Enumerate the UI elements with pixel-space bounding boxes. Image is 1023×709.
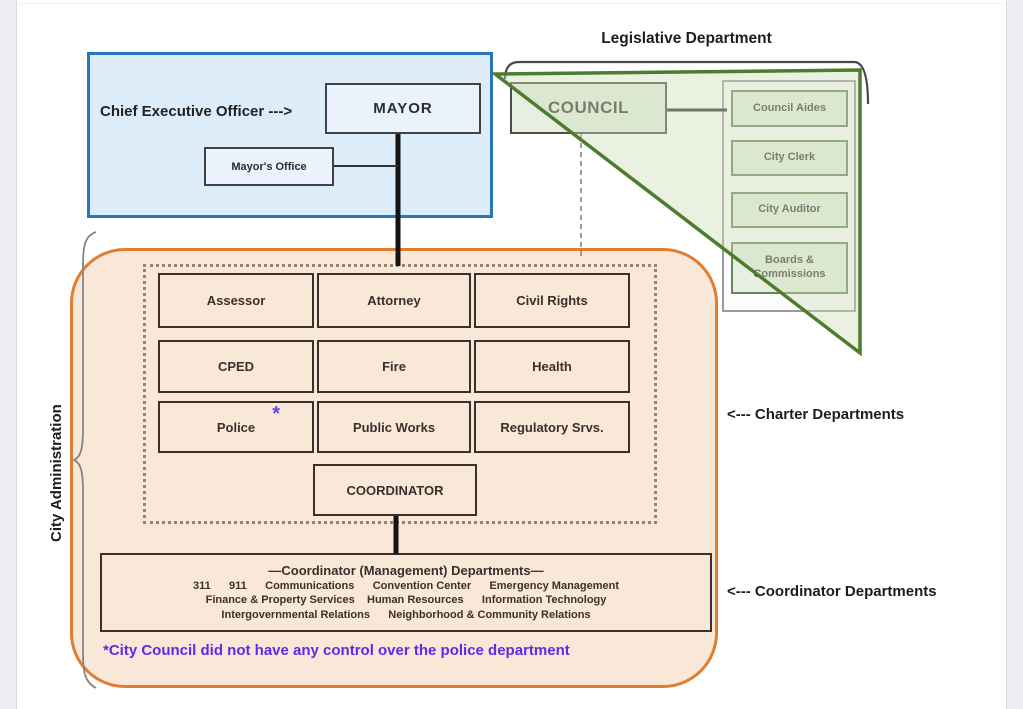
coordinator-departments-line-3: Intergovernmental Relations Neighborhood… xyxy=(221,608,591,621)
council-aides-box: Council Aides xyxy=(731,90,848,127)
city-auditor-box: City Auditor xyxy=(731,192,848,228)
coordinator-box: COORDINATOR xyxy=(313,464,477,516)
mayors-office-box: Mayor's Office xyxy=(204,147,334,186)
mayor-label: MAYOR xyxy=(373,100,433,117)
assessor-box: Assessor xyxy=(158,273,314,328)
police-asterisk: * xyxy=(272,403,280,425)
page-left-margin xyxy=(0,0,17,709)
city-clerk-box: City Clerk xyxy=(731,140,848,176)
page-right-margin xyxy=(1006,0,1023,709)
boards-commissions-box: Boards & Commissions xyxy=(731,242,848,294)
council-box: COUNCIL xyxy=(510,82,667,134)
attorney-box: Attorney xyxy=(317,273,471,328)
health-box: Health xyxy=(474,340,630,393)
legislative-department-title: Legislative Department xyxy=(601,30,772,47)
executive-section-container xyxy=(87,52,493,218)
police-label: Police xyxy=(216,419,256,435)
regulatory-services-box: Regulatory Srvs. xyxy=(474,401,630,453)
charter-departments-annotation: <--- Charter Departments xyxy=(727,406,905,423)
council-label: COUNCIL xyxy=(548,98,629,117)
civil-rights-box: Civil Rights xyxy=(474,273,630,328)
page-top-divider xyxy=(18,3,1006,4)
public-works-box: Public Works xyxy=(317,401,471,453)
mayors-office-label: Mayor's Office xyxy=(231,160,307,173)
cped-box: CPED xyxy=(158,340,314,393)
police-note: *City Council did not have any control o… xyxy=(103,642,570,659)
coordinator-departments-annotation: <--- Coordinator Departments xyxy=(727,583,937,600)
fire-box: Fire xyxy=(317,340,471,393)
city-administration-label: City Administration xyxy=(48,404,65,542)
coordinator-departments-line-2: Finance & Property Services Human Resour… xyxy=(205,594,607,607)
ceo-label: Chief Executive Officer ---> xyxy=(100,103,293,120)
mayor-box: MAYOR xyxy=(325,83,481,134)
coordinator-departments-box: —Coordinator (Management) Departments— 3… xyxy=(100,553,712,632)
police-box: Police * xyxy=(158,401,314,453)
coordinator-departments-line-1: 311 911 Communications Convention Center… xyxy=(192,579,620,592)
coordinator-departments-title: —Coordinator (Management) Departments— xyxy=(268,562,544,578)
